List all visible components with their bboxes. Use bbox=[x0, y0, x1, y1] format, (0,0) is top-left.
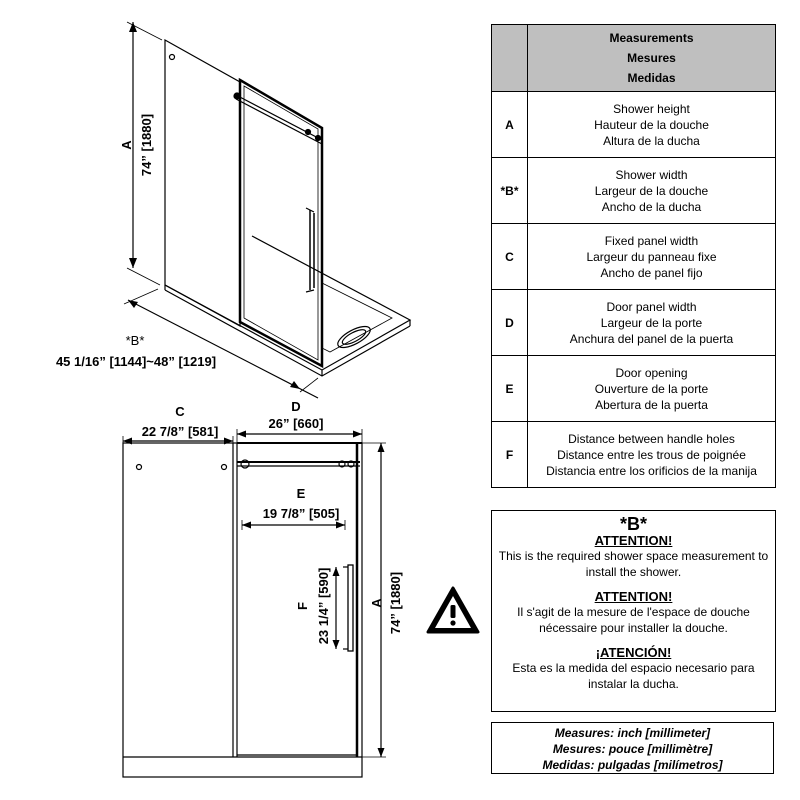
units-box: Measures: inch [millimeter] Mesures: pou… bbox=[491, 722, 774, 774]
iso-b-value: 45 1/16” [1144]~48” [1219] bbox=[56, 354, 216, 369]
row-line: Ancho de la ducha bbox=[601, 199, 702, 214]
row-description: Fixed panel width Largeur du panneau fix… bbox=[527, 223, 776, 290]
table-row: C Fixed panel width Largeur du panneau f… bbox=[491, 223, 776, 290]
row-line: Largeur de la porte bbox=[600, 315, 703, 330]
front-d-letter: D bbox=[291, 399, 300, 414]
table-header-cell: Measurements Mesures Medidas bbox=[527, 24, 776, 92]
row-description: Shower height Hauteur de la douche Altur… bbox=[527, 91, 776, 158]
row-letter: A bbox=[491, 91, 528, 158]
row-line: Anchura del panel de la puerta bbox=[569, 331, 734, 346]
front-e-letter: E bbox=[297, 486, 306, 501]
table-row: A Shower height Hauteur de la douche Alt… bbox=[491, 91, 776, 158]
header-line: Mesures bbox=[627, 51, 676, 65]
row-description: Door opening Ouverture de la porte Abert… bbox=[527, 355, 776, 422]
header-line: Medidas bbox=[627, 71, 676, 85]
row-line: Shower height bbox=[613, 101, 690, 116]
header-line: Measurements bbox=[609, 31, 694, 45]
row-line: Distancia entre los orificios de la mani… bbox=[546, 463, 757, 478]
row-line: Distance between handle holes bbox=[568, 431, 735, 446]
units-line-en: Measures: inch [millimeter] bbox=[554, 726, 711, 740]
front-a-value: 74” [1880] bbox=[388, 572, 403, 634]
row-line: Door panel width bbox=[606, 299, 697, 314]
iso-b-letter: *B* bbox=[126, 333, 145, 348]
table-header-row: Measurements Mesures Medidas bbox=[491, 24, 776, 92]
row-line: Fixed panel width bbox=[604, 233, 699, 248]
front-a-letter: A bbox=[369, 598, 384, 608]
front-f-value: 23 1/4” [590] bbox=[316, 568, 331, 645]
row-description: Door panel width Largeur de la porte Anc… bbox=[527, 289, 776, 356]
iso-a-value: 74” [1880] bbox=[139, 114, 154, 176]
row-description: Distance between handle holes Distance e… bbox=[527, 421, 776, 488]
table-row: *B* Shower width Largeur de la douche An… bbox=[491, 157, 776, 224]
attention-en-text: This is the required shower space measur… bbox=[498, 549, 769, 579]
units-line-es: Medidas: pulgadas [milímetros] bbox=[542, 758, 723, 772]
row-description: Shower width Largeur de la douche Ancho … bbox=[527, 157, 776, 224]
row-line: Distance entre les trous de poignée bbox=[557, 447, 746, 462]
row-letter: E bbox=[491, 355, 528, 422]
row-line: Largeur de la douche bbox=[594, 183, 709, 198]
row-letter: F bbox=[491, 421, 528, 488]
attention-b-label: *B* bbox=[619, 514, 647, 534]
table-header-corner bbox=[491, 24, 528, 92]
warning-triangle-icon bbox=[426, 586, 480, 634]
row-line: Largeur du panneau fixe bbox=[586, 249, 717, 264]
front-e-value: 19 7/8” [505] bbox=[263, 506, 340, 521]
attention-en-title: ATTENTION! bbox=[594, 533, 673, 548]
front-f-letter: F bbox=[295, 602, 310, 610]
row-letter: *B* bbox=[491, 157, 528, 224]
row-line: Ancho de panel fijo bbox=[600, 265, 703, 280]
attention-es-text: Esta es la medida del espacio necesario … bbox=[512, 661, 755, 691]
measurements-table: Measurements Mesures Medidas A Shower he… bbox=[491, 24, 776, 488]
row-line: Door opening bbox=[615, 365, 688, 380]
table-row: F Distance between handle holes Distance… bbox=[491, 421, 776, 488]
table-row: E Door opening Ouverture de la porte Abe… bbox=[491, 355, 776, 422]
front-c-value: 22 7/8” [581] bbox=[142, 424, 219, 439]
table-row: D Door panel width Largeur de la porte A… bbox=[491, 289, 776, 356]
iso-a-letter: A bbox=[119, 140, 134, 150]
row-line: Ouverture de la porte bbox=[594, 381, 709, 396]
attention-fr-text: Il s'agit de la mesure de l'espace de do… bbox=[517, 605, 750, 635]
row-letter: D bbox=[491, 289, 528, 356]
row-letter: C bbox=[491, 223, 528, 290]
units-line-fr: Mesures: pouce [millimètre] bbox=[552, 742, 713, 756]
front-d-value: 26” [660] bbox=[269, 416, 324, 431]
row-line: Shower width bbox=[615, 167, 688, 182]
isometric-view-diagram: A 74” [1880] *B* 45 1/16” [1144]~48” [12… bbox=[56, 21, 412, 399]
row-line: Altura de la ducha bbox=[603, 133, 700, 148]
attention-fr-title: ATTENTION! bbox=[594, 589, 673, 604]
row-line: Hauteur de la douche bbox=[594, 117, 709, 132]
attention-box: *B* ATTENTION! This is the required show… bbox=[491, 510, 776, 712]
front-view-diagram: C 22 7/8” [581] D 26” [660] E 19 7/8” [5… bbox=[122, 399, 403, 778]
front-c-letter: C bbox=[175, 404, 185, 419]
attention-es-title: ¡ATENCIÓN! bbox=[595, 645, 672, 660]
row-line: Abertura de la puerta bbox=[595, 397, 708, 412]
